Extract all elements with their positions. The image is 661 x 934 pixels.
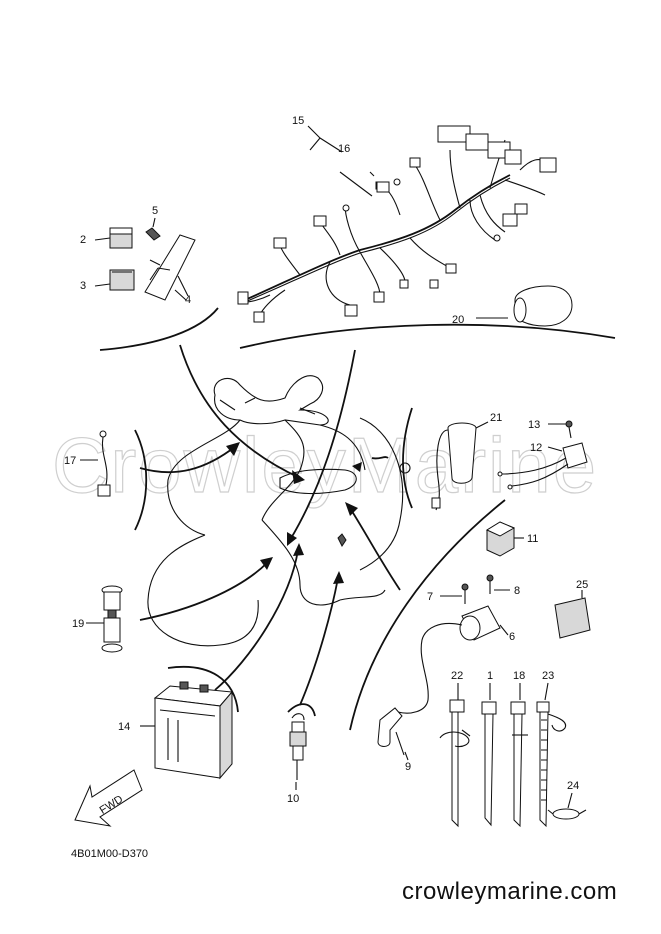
divider-curve-left: [134, 429, 148, 531]
divider-curve-battery: [167, 666, 239, 713]
callout-20: 20: [452, 314, 464, 326]
part-7-bolt: [440, 583, 469, 604]
callout-5: 5: [152, 205, 158, 217]
divider-curve-top-left: [99, 307, 219, 351]
part-3-relay: [94, 269, 135, 291]
divider-curve-right-mid: [402, 407, 413, 509]
part-19-fuse-holder: [86, 585, 123, 653]
callout-15: 15: [292, 115, 304, 127]
callout-12: 12: [530, 442, 542, 454]
part-25-pad: [554, 590, 591, 639]
part-2-relay: [94, 227, 133, 249]
callout-3: 3: [80, 280, 86, 292]
divider-curve-top-right: [239, 323, 616, 349]
part-18-cable-tie: [510, 683, 528, 828]
part-11-relay: [485, 521, 524, 557]
harness-connector: [237, 291, 249, 305]
part-24-clamp: [547, 792, 587, 820]
part-17-sensor: [80, 430, 111, 497]
callout-2: 2: [80, 234, 86, 246]
part-13-screw: [548, 420, 573, 439]
callout-23: 23: [542, 670, 554, 682]
diagram-code: 4B01M00-D370: [71, 848, 149, 860]
part-8-bolt: [486, 574, 510, 594]
callout-18: 18: [513, 670, 525, 682]
callout-8: 8: [514, 585, 520, 597]
part-16-connector: [369, 171, 390, 193]
part-21-grip: [431, 421, 489, 511]
callout-17: 17: [64, 455, 76, 467]
callout-11: 11: [527, 533, 538, 545]
callout-16: 16: [338, 143, 350, 155]
callout-22: 22: [451, 670, 463, 682]
pointer-arrows: [139, 344, 401, 706]
callout-10: 10: [287, 793, 299, 805]
part-9-plug-cap: [377, 707, 405, 756]
part-4-bracket: [144, 234, 196, 301]
callout-21: 21: [490, 412, 502, 424]
callout-25: 25: [576, 579, 588, 591]
divider-curve-sensor: [287, 703, 316, 717]
callout-14: 14: [118, 721, 130, 733]
part-22-cable-tie: [439, 683, 471, 828]
callout-1: 1: [487, 670, 493, 682]
callout-4: 4: [185, 294, 191, 306]
callout-labels: 2 5 3 4 15 16 20 17 19 14 10 21 13 12 11…: [64, 115, 588, 805]
part-23-cable-tie: [536, 682, 567, 828]
part-6-ignition-coil: [397, 605, 509, 714]
part-12-module: [497, 442, 588, 490]
callout-9: 9: [405, 761, 411, 773]
divider-curve-right-low: [349, 499, 506, 731]
callout-13: 13: [528, 419, 540, 431]
leader-lines: [174, 125, 409, 790]
site-url: crowleymarine.com: [402, 878, 618, 905]
watermark-text: CrowleyMarine: [52, 421, 598, 509]
callout-19: 19: [72, 618, 84, 630]
callout-7: 7: [427, 591, 433, 603]
part-5-bolt: [145, 217, 161, 241]
part-1-cable-tie: [481, 683, 497, 827]
part-14-battery: [140, 681, 234, 780]
callout-24: 24: [567, 780, 579, 792]
wire-harness: [237, 125, 557, 323]
callout-6: 6: [509, 631, 515, 643]
part-10-sensor: [289, 713, 307, 780]
fwd-arrow: FWD: [74, 769, 143, 827]
part-20-tube: [476, 285, 573, 327]
